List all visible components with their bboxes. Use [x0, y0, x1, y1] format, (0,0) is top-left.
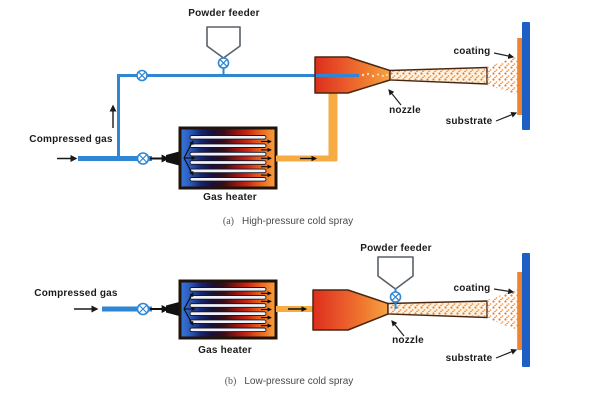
gas-heater [178, 279, 278, 340]
heater-flow-arrows [183, 291, 272, 328]
label-arrows [388, 52, 518, 122]
gas-heater [178, 126, 278, 190]
valve-icon [389, 291, 402, 303]
caption-panel-a: (a) High-pressure cold spray [223, 217, 353, 227]
nozzle-barrel [387, 300, 488, 319]
caption-marker-b: (b) [224, 376, 237, 387]
nozzle-barrel [389, 66, 488, 85]
label-arrows [391, 288, 518, 359]
valve-icon [217, 57, 230, 69]
caption-marker-a: (a) [222, 216, 234, 227]
substrate-plate [522, 253, 530, 367]
label-powder-feeder: Powder feeder [360, 243, 432, 254]
particle-spray [487, 56, 519, 95]
heater-inlet-wedge [166, 151, 181, 166]
throat-particles [361, 72, 388, 78]
valve-icon [136, 69, 148, 82]
heater-flow-arrows [183, 139, 272, 178]
valve-icon [136, 302, 150, 316]
label-coating: coating [453, 46, 491, 57]
coating-layer [517, 38, 523, 115]
label-powder-feeder: Powder feeder [188, 8, 260, 19]
panel-a-graphics [57, 22, 530, 190]
valve-icon [136, 152, 150, 165]
label-coating: coating [453, 283, 491, 294]
label-compressed-gas: Compressed gas [29, 134, 113, 145]
caption-panel-b: (b) Low-pressure cold spray [225, 377, 354, 387]
caption-text-b: Low-pressure cold spray [244, 376, 354, 387]
label-nozzle: nozzle [389, 105, 421, 116]
coating-layer [517, 272, 523, 350]
nozzle-body [312, 289, 389, 331]
label-compressed-gas: Compressed gas [34, 288, 118, 299]
powder-feeder-funnel [206, 26, 241, 59]
substrate-plate [522, 22, 530, 130]
label-gas-heater: Gas heater [203, 192, 257, 203]
powder-feeder-funnel [377, 256, 414, 290]
label-substrate: substrate [445, 353, 493, 364]
label-substrate: substrate [445, 116, 493, 127]
heater-elements [189, 287, 267, 333]
label-gas-heater: Gas heater [198, 345, 252, 356]
label-nozzle: nozzle [392, 335, 424, 346]
particle-spray [487, 289, 519, 331]
heater-inlet-wedge [166, 301, 181, 317]
heater-elements [189, 135, 267, 182]
panel-b-graphics [74, 253, 530, 367]
caption-text-a: High-pressure cold spray [241, 216, 354, 227]
